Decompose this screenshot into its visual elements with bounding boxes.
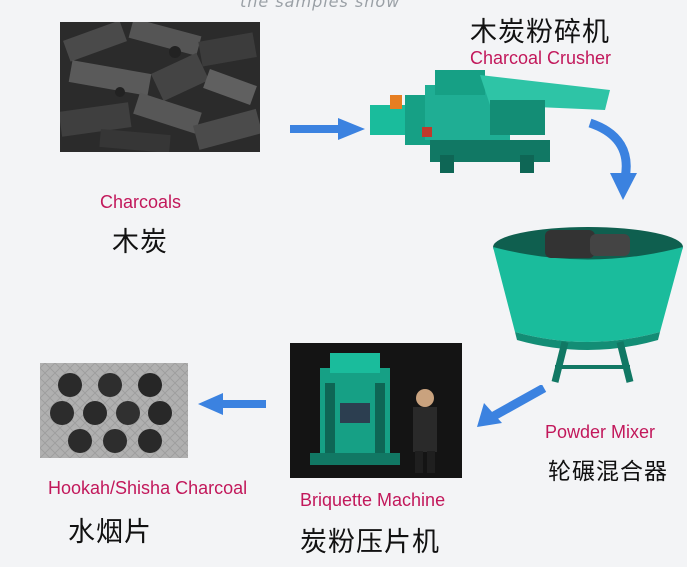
briquette-label-en: Briquette Machine xyxy=(300,490,446,510)
crusher-label-cn: 木炭粉碎机 xyxy=(470,17,610,48)
mixer-label-cn: 轮碾混合器 xyxy=(548,459,668,485)
hookah-label-cn: 水烟片 xyxy=(68,517,152,548)
briquette-machine-photo xyxy=(290,343,462,478)
flow-arrow-down-left-icon xyxy=(477,385,547,427)
flow-arrow-right-icon xyxy=(290,118,365,140)
flow-arrow-curve-down-icon xyxy=(588,118,637,200)
crusher-label-en: Charcoal Crusher xyxy=(470,48,612,68)
charcoals-label-cn: 木炭 xyxy=(112,227,168,258)
briquette-label-cn: 炭粉压片机 xyxy=(300,527,440,558)
hookah-label-en: Hookah/Shisha Charcoal xyxy=(48,478,248,498)
powder-mixer-machine xyxy=(493,227,683,383)
charcoal-photo xyxy=(60,22,260,152)
charcoal-crusher-machine xyxy=(370,70,610,173)
charcoals-label-en: Charcoals xyxy=(100,192,182,212)
hookah-charcoal-photo xyxy=(40,363,188,458)
flow-arrow-left-icon xyxy=(198,393,266,415)
header-caption: the samples show xyxy=(240,0,401,11)
mixer-label-en: Powder Mixer xyxy=(545,422,656,442)
